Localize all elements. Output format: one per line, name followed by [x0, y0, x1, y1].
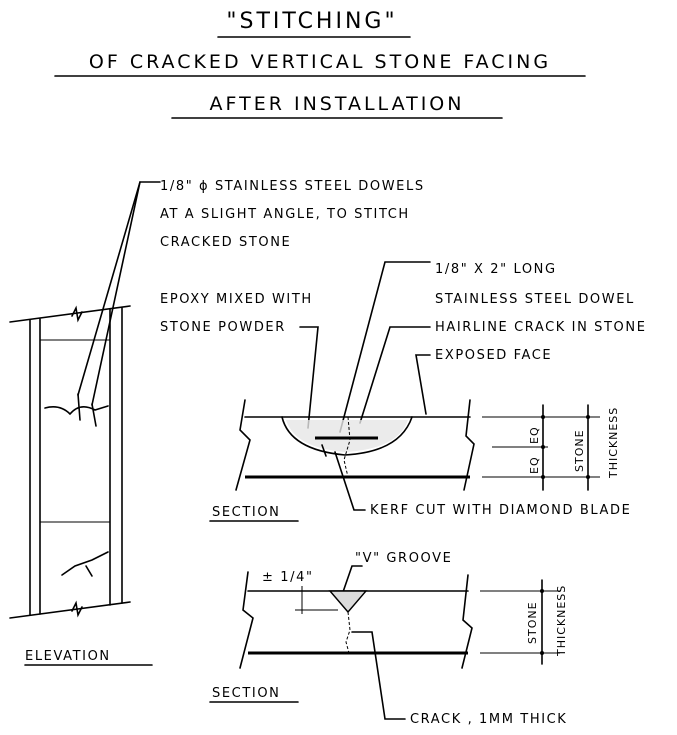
section-1-label: SECTION — [212, 505, 280, 520]
title-line-2: OF CRACKED VERTICAL STONE FACING — [89, 51, 551, 73]
title-line-1: "STITCHING" — [226, 9, 397, 34]
dowel-leader-left — [77, 181, 161, 396]
hairline-leader — [359, 326, 431, 424]
hairline-label: HAIRLINE CRACK IN STONE — [435, 320, 647, 335]
epoxy-label-line-1: EPOXY MIXED WITH — [160, 292, 313, 307]
stone-label-2: STONE — [526, 601, 539, 644]
section-1-dimensions — [482, 404, 600, 491]
v-groove-label: "V" GROOVE — [355, 551, 452, 566]
groove-depth-label: ± 1/4" — [262, 570, 314, 585]
kerf-leader — [334, 451, 366, 511]
crack-leader — [351, 631, 406, 720]
elevation-label: ELEVATION — [25, 649, 111, 664]
dowels-note-line-3: CRACKED STONE — [160, 235, 291, 250]
eq-lower: EQ — [528, 456, 541, 474]
epoxy-label-line-2: STONE POWDER — [160, 320, 286, 335]
eq-upper: EQ — [528, 426, 541, 444]
stone-label-1: STONE — [573, 429, 586, 472]
section-2-dimensions — [480, 579, 560, 665]
thickness-label-2: THICKNESS — [555, 585, 568, 657]
v-groove-leader — [342, 565, 363, 593]
section-2-view — [239, 571, 473, 669]
dowels-note-line-2: AT A SLIGHT ANGLE, TO STITCH — [160, 207, 410, 222]
section-1-view — [235, 399, 475, 491]
dowel-size-label: 1/8" X 2" LONG — [435, 262, 557, 277]
dowel-material-label: STAINLESS STEEL DOWEL — [435, 292, 635, 307]
elevation-view — [9, 305, 131, 619]
section-2-label: SECTION — [212, 686, 280, 701]
kerf-label: KERF CUT WITH DIAMOND BLADE — [370, 503, 631, 518]
dowel-leader — [339, 261, 431, 433]
exposed-face-label: EXPOSED FACE — [435, 348, 552, 363]
title-line-3: AFTER INSTALLATION — [210, 93, 465, 115]
dowels-note-line-1: 1/8" ϕ STAINLESS STEEL DOWELS — [160, 179, 425, 194]
dowel-leader-right — [91, 181, 141, 406]
thickness-label-1: THICKNESS — [607, 407, 620, 479]
crack-label: CRACK , 1MM THICK — [410, 712, 567, 727]
exposed-face-leader — [415, 354, 431, 415]
epoxy-leader — [299, 326, 319, 429]
